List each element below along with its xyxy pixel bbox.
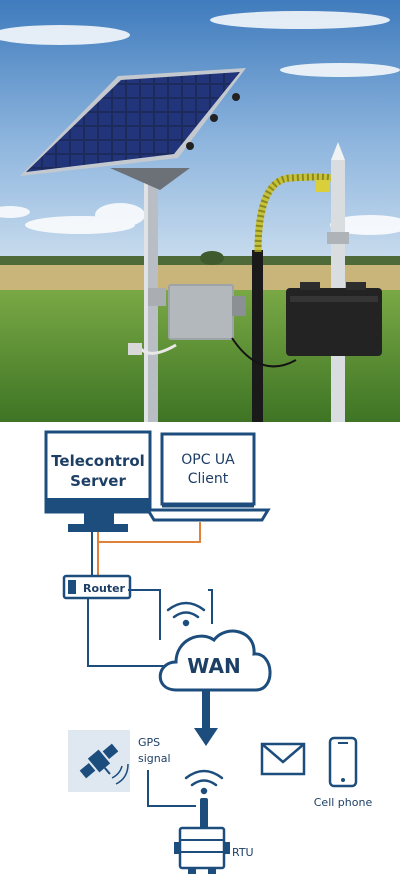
cell-phone-label: Cell phone <box>314 796 373 809</box>
cloud-icon[interactable] <box>158 629 272 692</box>
rtu-device-icon[interactable] <box>174 826 230 874</box>
telecontrol-server-line1: Telecontrol <box>51 452 145 470</box>
cable-conduit <box>252 250 263 422</box>
rtu-label: RTU <box>232 846 254 859</box>
solar-panel <box>20 68 246 176</box>
battery-case <box>286 282 382 356</box>
satellite-icon <box>68 730 130 792</box>
laptop-icon[interactable] <box>145 432 271 522</box>
junction-box <box>148 284 246 340</box>
gps-line2: signal <box>138 752 171 765</box>
clouds <box>0 11 400 235</box>
tree-line <box>0 256 400 266</box>
field-photo <box>0 0 400 422</box>
envelope-icon[interactable] <box>260 742 306 776</box>
telecontrol-server-line2: Server <box>70 472 126 490</box>
router-label: Router <box>83 582 126 595</box>
antenna-icon <box>200 798 208 830</box>
wan-label: WAN <box>187 654 240 678</box>
rtu-wifi-icon <box>184 769 224 795</box>
downlink-arrow <box>194 690 218 746</box>
flex-conduit <box>254 173 333 253</box>
gps-line1: GPS <box>138 736 160 749</box>
opc-client-line2: Client <box>188 471 229 487</box>
opc-client-line1: OPC UA <box>181 452 235 468</box>
phone-icon[interactable] <box>328 736 358 788</box>
router-icon[interactable] <box>62 574 132 600</box>
wifi-icon <box>166 601 206 627</box>
orange-link <box>97 522 201 543</box>
monitor-icon[interactable] <box>44 430 152 532</box>
network-diagram: Telecontrol Server OPC UA Client Router … <box>0 422 400 879</box>
